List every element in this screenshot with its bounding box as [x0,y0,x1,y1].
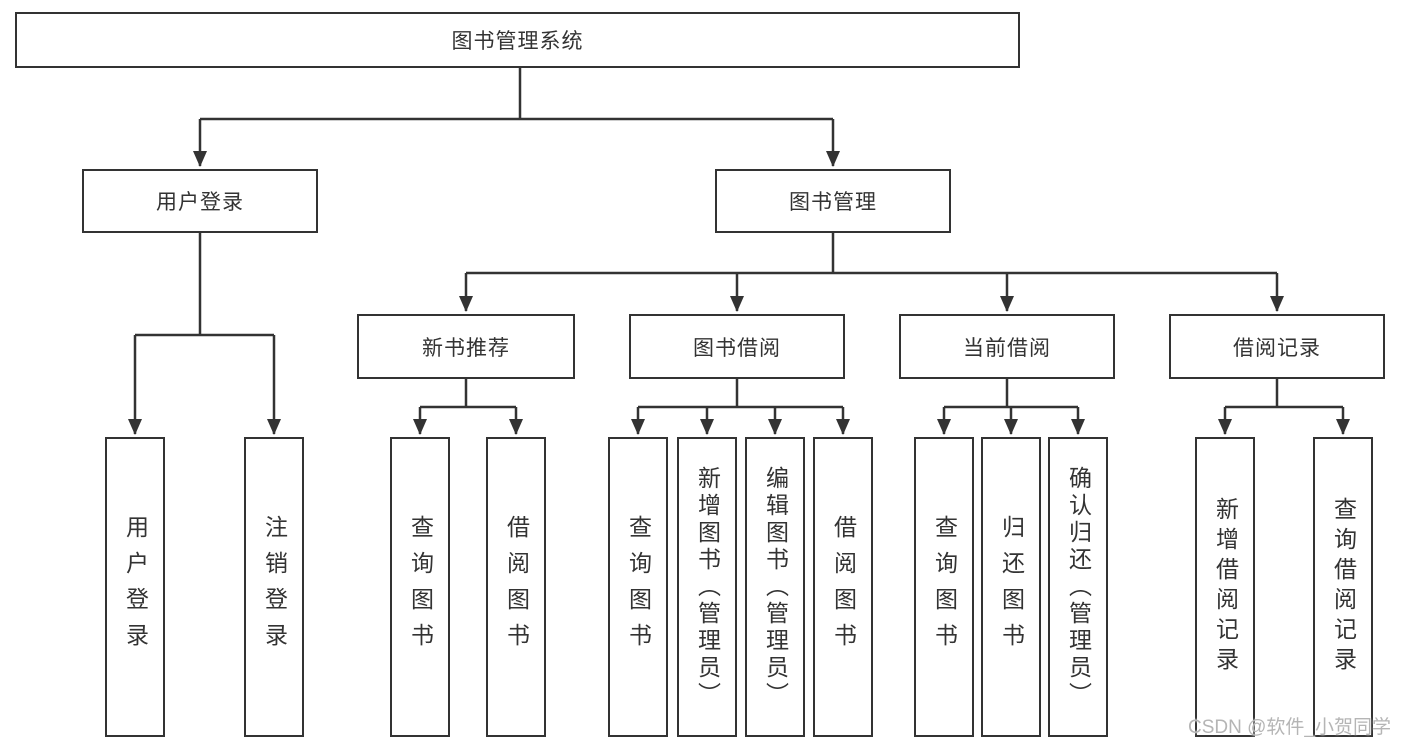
leaf-user-login: 用户登录 [105,437,165,737]
leaf-query-books-borrowing: 查询图书 [608,437,668,737]
node-library-management-system: 图书管理系统 [15,12,1020,68]
leaf-add-borrow-record: 新增借阅记录 [1195,437,1255,737]
leaf-borrow-books-borrowing: 借阅图书 [813,437,873,737]
leaf-query-books-current: 查询图书 [914,437,974,737]
node-book-borrowing: 图书借阅 [629,314,845,379]
node-current-borrowing: 当前借阅 [899,314,1115,379]
leaf-add-books-admin: 新增图书（管理员） [677,437,737,737]
node-new-book-recommendation: 新书推荐 [357,314,575,379]
node-user-login: 用户登录 [82,169,318,233]
csdn-watermark: CSDN @软件_小贺同学 [1188,717,1391,738]
node-book-management: 图书管理 [715,169,951,233]
leaf-confirm-return-admin: 确认归还（管理员） [1048,437,1108,737]
leaf-edit-books-admin: 编辑图书（管理员） [745,437,805,737]
leaf-borrow-books-recommend: 借阅图书 [486,437,546,737]
leaf-logout: 注销登录 [244,437,304,737]
leaf-query-books-recommend: 查询图书 [390,437,450,737]
leaf-return-books: 归还图书 [981,437,1041,737]
leaf-query-borrow-record: 查询借阅记录 [1313,437,1373,737]
node-borrowing-records: 借阅记录 [1169,314,1385,379]
